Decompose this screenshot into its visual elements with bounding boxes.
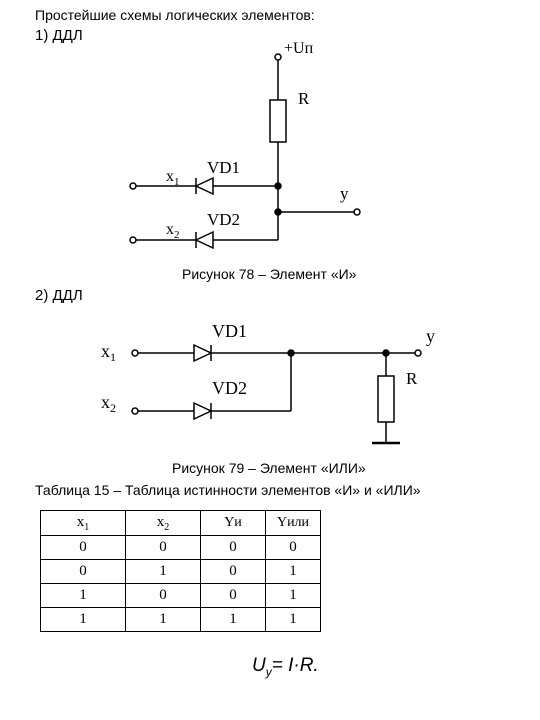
figure-79-caption: Рисунок 79 – Элемент «ИЛИ» xyxy=(172,460,366,476)
output-label: y xyxy=(340,184,349,203)
svg-text:x1: x1 xyxy=(101,341,116,364)
or-circuit-diagram: x1 VD1 x2 VD2 y R xyxy=(101,321,435,445)
input1-label: x xyxy=(166,168,174,185)
input2-label: x xyxy=(166,221,174,238)
input-terminal-x2 xyxy=(129,236,137,244)
output-terminal xyxy=(353,208,361,216)
section-1-label: 1) ДДЛ xyxy=(35,27,83,44)
input-terminal-x2 xyxy=(131,407,139,415)
input1-subscript: 1 xyxy=(110,350,116,364)
resistor-r xyxy=(377,375,395,423)
svg-text:x2: x2 xyxy=(166,221,180,241)
input-terminal-x1 xyxy=(131,349,139,357)
diode1-label: VD1 xyxy=(212,321,247,341)
table-cell: 0 xyxy=(40,535,126,560)
diode2-label: VD2 xyxy=(212,378,247,398)
table-cell: 1 xyxy=(265,607,321,632)
power-terminal xyxy=(274,53,282,61)
diode1-label: VD1 xyxy=(207,158,240,177)
page-heading: Простейшие схемы логических элементов: xyxy=(35,7,315,23)
table-cell: 0 xyxy=(40,559,126,584)
figure-78-caption: Рисунок 78 – Элемент «И» xyxy=(182,266,357,282)
resistor-label: R xyxy=(406,369,418,388)
truth-table: x1 x2 Yи Yили 0 0 0 0 0 1 0 1 1 0 0 1 1 … xyxy=(40,510,321,632)
formula-rhs: = I·R. xyxy=(271,655,319,676)
diode-vd1 xyxy=(194,176,214,196)
diode-vd2 xyxy=(193,401,213,421)
table-cell: 1 xyxy=(265,559,321,584)
resistor-r xyxy=(269,99,287,143)
table-row: 1 1 1 1 xyxy=(40,607,321,632)
diode-vd2 xyxy=(194,230,214,250)
table-cell: 0 xyxy=(265,535,321,560)
formula-lhs-subscript: y xyxy=(265,664,272,679)
table-cell: 0 xyxy=(200,535,266,560)
table-cell: 1 xyxy=(40,583,126,608)
power-label: +Uп xyxy=(284,40,314,57)
table-title: Таблица 15 – Таблица истинности элементо… xyxy=(35,482,421,498)
table-row: 0 1 0 1 xyxy=(40,559,321,584)
input2-label: x xyxy=(101,392,110,412)
input2-subscript: 2 xyxy=(110,401,116,415)
junction-node xyxy=(287,349,295,357)
output-label: y xyxy=(426,326,435,346)
input-terminal-x1 xyxy=(129,182,137,190)
input1-subscript: 1 xyxy=(174,176,180,188)
input1-label: x xyxy=(101,341,110,361)
header-y-and: Yи xyxy=(200,510,266,536)
table-cell: 0 xyxy=(125,583,201,608)
svg-text:x2: x2 xyxy=(101,392,116,415)
table-cell: 1 xyxy=(125,607,201,632)
ohm-formula: Uy= I·R. xyxy=(252,655,319,679)
formula-lhs: U xyxy=(252,655,266,676)
table-cell: 1 xyxy=(200,607,266,632)
table-cell: 1 xyxy=(265,583,321,608)
table-cell: 0 xyxy=(200,583,266,608)
table-header-row: x1 x2 Yи Yили xyxy=(40,510,321,536)
input2-subscript: 2 xyxy=(174,229,180,241)
table-cell: 0 xyxy=(200,559,266,584)
svg-text:x1: x1 xyxy=(166,168,180,188)
table-row: 0 0 0 0 xyxy=(40,535,321,560)
output-terminal xyxy=(414,349,422,357)
and-circuit-diagram: +Uп R y x1 VD1 x2 VD2 xyxy=(129,40,361,250)
table-cell: 0 xyxy=(125,535,201,560)
diode2-label: VD2 xyxy=(207,210,240,229)
table-cell: 1 xyxy=(40,607,126,632)
header-x2: x2 xyxy=(125,510,201,536)
diode-vd1 xyxy=(193,343,213,363)
section-2-label: 2) ДДЛ xyxy=(35,287,83,304)
table-row: 1 0 0 1 xyxy=(40,583,321,608)
header-y-or: Yили xyxy=(265,510,321,536)
header-x1: x1 xyxy=(40,510,126,536)
table-cell: 1 xyxy=(125,559,201,584)
resistor-label: R xyxy=(298,89,310,108)
